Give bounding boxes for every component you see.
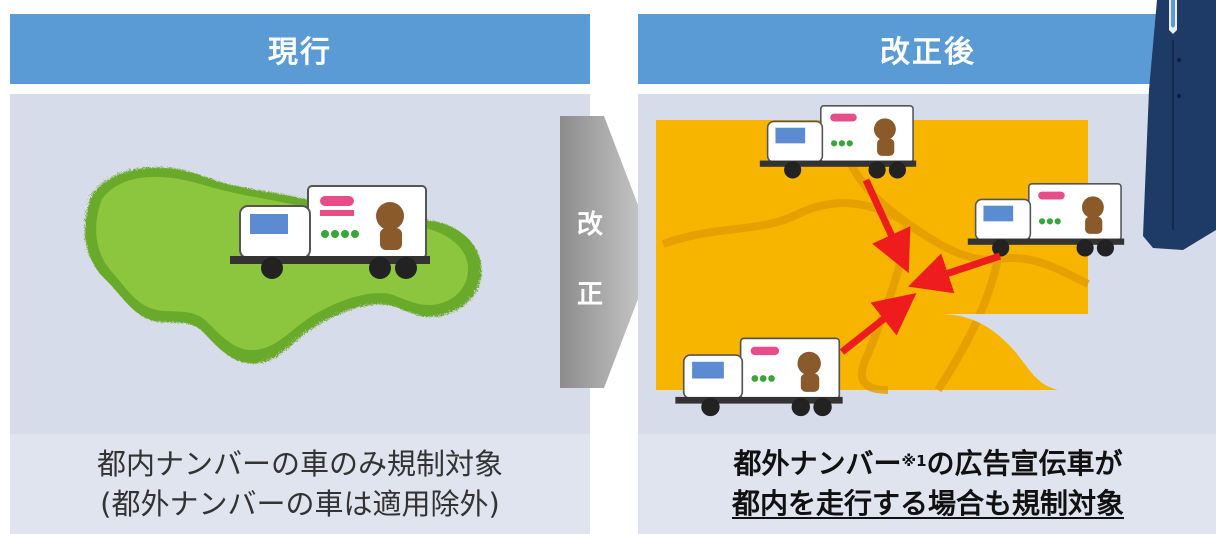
transition-arrow-icon xyxy=(560,116,656,388)
current-illustration xyxy=(10,94,590,434)
revised-illustration xyxy=(638,94,1216,434)
current-header: 現行 xyxy=(10,14,590,84)
revised-header: 改正後 xyxy=(638,14,1216,84)
current-caption-line1: 都内ナンバーの車のみ規制対象 xyxy=(96,447,503,481)
footnote-marker: ※1 xyxy=(901,452,927,470)
current-caption: 都内ナンバーの車のみ規制対象 (都外ナンバーの車は適用除外) xyxy=(10,434,590,534)
converging-arrows-icon xyxy=(839,178,1002,355)
revised-caption-line2: 都内を走行する場合も規制対象 xyxy=(731,487,1124,520)
revised-caption: 都外ナンバー※1の広告宣伝車が 都内を走行する場合も規制対象 xyxy=(638,434,1216,534)
ad-truck-icon-top xyxy=(759,105,917,179)
ad-truck-icon xyxy=(230,185,430,279)
current-caption-line2: (都外ナンバーの車は適用除外) xyxy=(100,487,500,521)
arrow-label-char1: 改 xyxy=(576,210,603,240)
revised-caption-line1: 都外ナンバー※1の広告宣伝車が xyxy=(733,444,1122,484)
revised-caption-part2: の広告宣伝車が xyxy=(926,447,1123,480)
revised-caption-part1: 都外ナンバー xyxy=(733,447,902,480)
revised-panel: 改正後 xyxy=(638,14,1216,534)
suited-person-icon xyxy=(1143,0,1216,250)
ad-truck-icon-bottom xyxy=(675,337,843,417)
ad-truck-icon-right xyxy=(967,183,1125,257)
arrow-label-char2: 正 xyxy=(576,280,603,310)
current-panel: 現行 都内ナンバーの車のみ規制対象 (都外ナンバーの車は適用除外) xyxy=(10,14,590,534)
